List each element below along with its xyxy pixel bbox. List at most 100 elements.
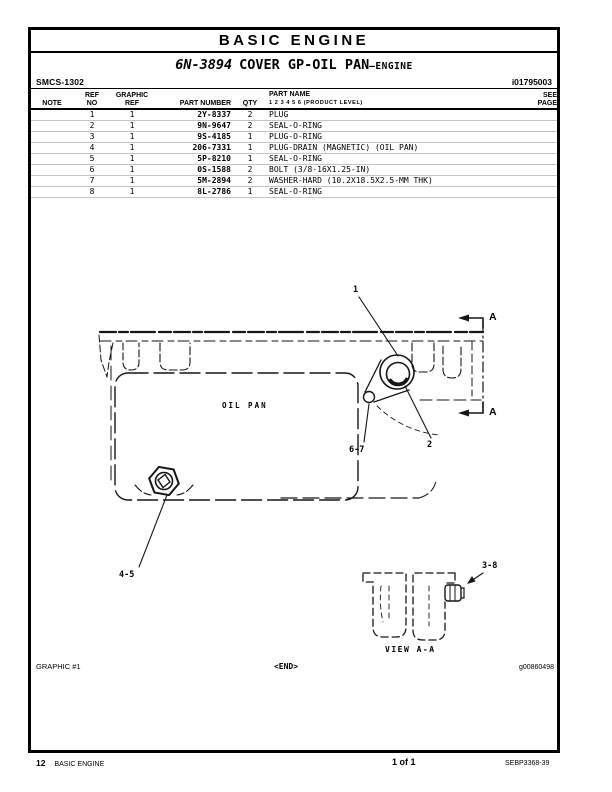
cell-graphic-ref: 1 <box>111 109 153 121</box>
footer-page-number: 12 <box>36 758 46 768</box>
cell-ref-no: 4 <box>73 142 111 154</box>
document-title-suffix: –ENGINE <box>369 61 413 72</box>
table-row: 3 1 9S-4185 1 PLUG-O-RING <box>31 131 557 143</box>
col-qty: QTY <box>242 99 258 107</box>
cell-note <box>31 109 73 121</box>
col-graphic-ref: GRAPHIC <box>115 92 149 99</box>
cell-see-page <box>511 175 557 187</box>
page-frame: BASIC ENGINE 6N-3894 COVER GP-OIL PAN–ENG… <box>28 27 560 753</box>
footer-section-title: BASIC ENGINE <box>54 761 105 768</box>
graphic-number-label: GRAPHIC #1 <box>36 662 81 671</box>
page-title: BASIC ENGINE <box>31 30 557 53</box>
parts-table-body: 1 1 2Y-8337 2 PLUG 2 1 9N-9647 <box>31 109 557 198</box>
document-id: i01795003 <box>511 77 552 87</box>
col-part-number: PART NUMBER <box>179 99 231 107</box>
cell-graphic-ref: 1 <box>111 175 153 187</box>
cell-ref-no: 1 <box>73 109 111 121</box>
cell-graphic-ref: 1 <box>111 186 153 198</box>
cell-qty: 1 <box>231 142 269 154</box>
cell-part-number: 8L-2786 <box>153 186 231 198</box>
col-ref-no: REF <box>85 92 99 99</box>
cell-ref-no: 2 <box>73 120 111 132</box>
cell-part-name: SEAL-O-RING <box>269 120 511 132</box>
cell-qty: 1 <box>231 186 269 198</box>
cell-part-number: 206-7331 <box>153 142 231 154</box>
cell-graphic-ref: 1 <box>111 120 153 132</box>
cell-part-name: BOLT (3/8-16X1.25-IN) <box>269 164 511 176</box>
cell-see-page <box>511 153 557 165</box>
graphic-id: g00860498 <box>518 664 554 671</box>
product-level-note: 1 2 3 4 5 6 (PRODUCT LEVEL) <box>269 99 363 106</box>
cell-graphic-ref: 1 <box>111 131 153 143</box>
smcs-code: SMCS-1302 <box>36 77 85 87</box>
table-row: 4 1 206-7331 1 PLUG-DRAIN (MAGNETIC) (OI… <box>31 142 557 154</box>
end-marker: <END> <box>273 662 299 671</box>
cell-note <box>31 153 73 165</box>
cell-part-name: PLUG <box>269 109 511 121</box>
cell-see-page <box>511 120 557 132</box>
smcs-row: SMCS-1302 i01795003 <box>31 74 557 89</box>
cell-qty: 1 <box>231 153 269 165</box>
table-row: 8 1 8L-2786 1 SEAL-O-RING <box>31 186 557 198</box>
cell-note <box>31 175 73 187</box>
cell-qty: 2 <box>231 164 269 176</box>
cell-part-number: 9S-4185 <box>153 131 231 143</box>
cell-qty: 2 <box>231 175 269 187</box>
cell-graphic-ref: 1 <box>111 153 153 165</box>
callout-1: 1 <box>353 285 359 295</box>
table-row: 1 1 2Y-8337 2 PLUG <box>31 109 557 121</box>
cell-ref-no: 5 <box>73 153 111 165</box>
callout-6-7: 6-7 <box>349 445 365 455</box>
col-note: NOTE <box>42 99 62 107</box>
cell-note <box>31 142 73 154</box>
cell-ref-no: 3 <box>73 131 111 143</box>
table-row: 7 1 5M-2894 2 WASHER-HARD (10.2X18.5X2.5… <box>31 175 557 187</box>
col-graphic-ref-2: REF <box>125 99 139 107</box>
document-title-text: COVER GP-OIL PAN <box>239 57 370 73</box>
cell-see-page <box>511 131 557 143</box>
cell-note <box>31 120 73 132</box>
cell-qty: 2 <box>231 109 269 121</box>
cell-part-name: SEAL-O-RING <box>269 186 511 198</box>
oil-pan-label: OIL PAN <box>222 401 268 410</box>
col-ref-no-2: NO <box>86 99 98 107</box>
cell-part-name: SEAL-O-RING <box>269 153 511 165</box>
document-part-number: 6N-3894 <box>175 57 233 73</box>
cell-part-number: 5P-8210 <box>153 153 231 165</box>
cell-see-page <box>511 142 557 154</box>
footer-left: 12 BASIC ENGINE <box>36 758 104 768</box>
cell-part-name: PLUG-O-RING <box>269 131 511 143</box>
cell-part-name: WASHER-HARD (10.2X18.5X2.5-MM THK) <box>269 175 511 187</box>
cell-qty: 1 <box>231 131 269 143</box>
cell-part-number: 2Y-8337 <box>153 109 231 121</box>
cell-qty: 2 <box>231 120 269 132</box>
view-a-a-label: VIEW A-A <box>385 645 436 654</box>
footer-page-of: 1 of 1 <box>392 757 416 767</box>
cell-ref-no: 7 <box>73 175 111 187</box>
footer-doc-code: SEBP3368-39 <box>505 760 550 767</box>
section-letter-top: A <box>489 311 497 323</box>
cell-ref-no: 6 <box>73 164 111 176</box>
cell-see-page <box>511 109 557 121</box>
cell-part-name: PLUG-DRAIN (MAGNETIC) (OIL PAN) <box>269 142 511 154</box>
col-see-page: SEE <box>542 92 557 99</box>
callout-2: 2 <box>427 440 433 450</box>
cell-see-page <box>511 186 557 198</box>
cell-part-number: 5M-2894 <box>153 175 231 187</box>
col-part-name: PART NAME <box>269 91 311 98</box>
cell-ref-no: 8 <box>73 186 111 198</box>
callout-4-5: 4-5 <box>119 570 135 580</box>
table-row: 6 1 0S-1588 2 BOLT (3/8-16X1.25-IN) <box>31 164 557 176</box>
cell-part-number: 0S-1588 <box>153 164 231 176</box>
table-row: 2 1 9N-9647 2 SEAL-O-RING <box>31 120 557 132</box>
cell-note <box>31 131 73 143</box>
cell-part-number: 9N-9647 <box>153 120 231 132</box>
table-row: 5 1 5P-8210 1 SEAL-O-RING <box>31 153 557 165</box>
document-title: 6N-3894 COVER GP-OIL PAN–ENGINE <box>31 57 557 74</box>
section-letter-bottom: A <box>489 406 497 418</box>
cell-see-page <box>511 164 557 176</box>
col-see-page-2: PAGE <box>537 99 557 107</box>
